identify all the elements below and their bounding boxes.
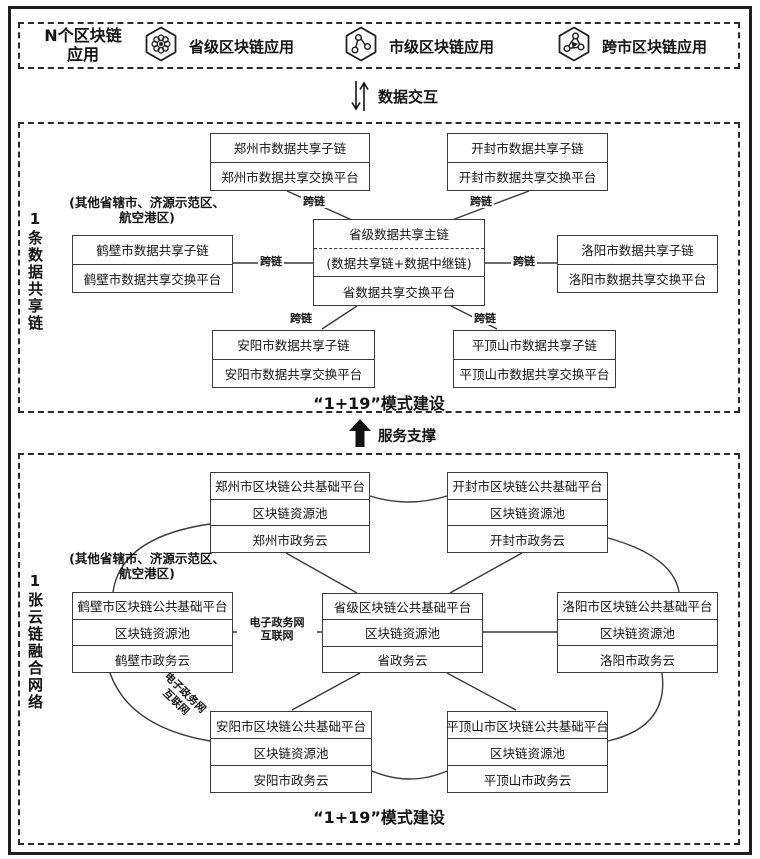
node-row: 安阳市区块链公共基础平台: [215, 718, 366, 734]
cross-city-app-label: 跨市区块链应用: [602, 37, 708, 56]
node-row: 平顶山市数据共享子链: [471, 338, 597, 354]
node-row: 平顶山市区块链公共基础平台: [446, 718, 609, 734]
cross-chain-label: 跨链: [511, 255, 537, 268]
node-row: 洛阳市数据共享子链: [581, 243, 694, 259]
app-layer-title-line1: N个区块链: [44, 26, 122, 45]
hebi-data-chain-node: 鹤壁市数据共享子链 鹤壁市数据共享交换平台: [72, 235, 233, 293]
node-row: 区块链资源池: [448, 498, 607, 526]
node-row: 鹤壁市数据共享子链: [96, 243, 209, 259]
data-share-chain-note: (其他省辖市、济源示范区、 航空港区): [68, 195, 226, 225]
node-row: 省级区块链公共基础平台: [333, 600, 472, 616]
kaifeng-platform-node: 开封市区块链公共基础平台 区块链资源池 开封市政务云: [447, 472, 608, 553]
cloud-network-side-title: 1张云链融合网络: [26, 572, 44, 711]
node-row: 郑州市数据共享子链: [233, 141, 347, 157]
zhengzhou-platform-node: 郑州市区块链公共基础平台 区块链资源池 郑州市政务云: [210, 472, 370, 553]
app-layer-panel: [18, 22, 740, 69]
node-row: 省级数据共享主链: [348, 227, 449, 243]
node-row: 区块链资源池: [211, 498, 369, 526]
zhengzhou-data-chain-node: 郑州市数据共享子链 郑州市数据共享交换平台: [210, 133, 370, 191]
data-interaction-arrows-icon: [349, 78, 371, 118]
node-row: 洛阳市区块链公共基础平台: [562, 599, 713, 615]
node-row: 区块链资源池: [323, 619, 482, 645]
node-row: 洛阳市政务云: [558, 645, 717, 672]
node-row: 鹤壁市区块链公共基础平台: [77, 599, 228, 615]
cross-chain-label: 跨链: [472, 312, 498, 325]
node-row: 鹤壁市政务云: [73, 645, 232, 672]
luoyang-platform-node: 洛阳市区块链公共基础平台 区块链资源池 洛阳市政务云: [557, 592, 718, 673]
node-row: 平顶山市政务云: [448, 765, 607, 792]
node-row: 区块链资源池: [73, 618, 232, 646]
data-share-chain-caption: “1+19”模式建设: [313, 394, 445, 413]
node-row: 开封市数据共享交换平台: [448, 161, 607, 191]
anyang-platform-node: 安阳市区块链公共基础平台 区块链资源池 安阳市政务云: [210, 711, 372, 793]
node-row: 省数据共享交换平台: [314, 276, 484, 305]
outer-frame: [8, 6, 752, 855]
cross-chain-label: 跨链: [468, 195, 494, 208]
node-row: 开封市数据共享子链: [471, 141, 584, 157]
node-row: 开封市政务云: [448, 525, 607, 552]
data-share-chain-panel: [18, 122, 740, 413]
node-row: 郑州市区块链公共基础平台: [214, 479, 365, 495]
cross-city-blockchain-app-icon: [555, 25, 593, 67]
node-row: 安阳市数据共享子链: [237, 338, 350, 354]
province-app-item: 省级区块链应用: [142, 25, 294, 67]
node-row: 区块链资源池: [211, 738, 371, 765]
data-interaction-label: 数据交互: [378, 88, 439, 106]
egov-internet-link-label: 电子政务网 互联网: [237, 616, 317, 642]
province-app-label: 省级区块链应用: [189, 37, 295, 56]
pingdingshan-platform-node: 平顶山市区块链公共基础平台 区块链资源池 平顶山市政务云: [446, 711, 609, 793]
luoyang-data-chain-node: 洛阳市数据共享子链 洛阳市数据共享交换平台: [557, 235, 718, 293]
node-row: (数据共享链+数据中继链): [314, 247, 484, 277]
provincial-master-chain-node: 省级数据共享主链 (数据共享链+数据中继链) 省数据共享交换平台: [313, 219, 485, 306]
cloud-network-note: (其他省辖市、济源示范区、 航空港区): [68, 551, 226, 581]
city-blockchain-app-icon: [342, 25, 380, 67]
node-row: 区块链资源池: [448, 738, 607, 765]
node-row: 平顶山市数据共享交换平台: [454, 358, 615, 388]
node-row: 区块链资源池: [558, 618, 717, 646]
note-line1: (其他省辖市、济源示范区、: [69, 195, 225, 210]
service-support-label: 服务支撑: [378, 429, 436, 445]
cross-chain-label: 跨链: [288, 312, 314, 325]
province-blockchain-app-icon: [142, 25, 180, 67]
cross-chain-label: 跨链: [258, 255, 284, 268]
node-row: 省政务云: [323, 645, 482, 672]
provincial-platform-node: 省级区块链公共基础平台 区块链资源池 省政务云: [322, 593, 483, 673]
note-line2: 航空港区): [119, 209, 175, 225]
node-row: 开封市区块链公共基础平台: [452, 479, 603, 495]
pingdingshan-data-chain-node: 平顶山市数据共享子链 平顶山市数据共享交换平台: [453, 330, 616, 388]
egov-label-line2: 互联网: [260, 629, 294, 642]
city-app-label: 市级区块链应用: [389, 37, 495, 56]
hebi-platform-node: 鹤壁市区块链公共基础平台 区块链资源池 鹤壁市政务云: [72, 592, 233, 673]
egov-label-line1: 电子政务网: [249, 616, 305, 629]
kaifeng-data-chain-node: 开封市数据共享子链 开封市数据共享交换平台: [447, 133, 608, 191]
node-row: 安阳市数据共享交换平台: [213, 358, 374, 388]
app-layer-title-line2: 应用: [66, 45, 99, 64]
node-row: 郑州市数据共享交换平台: [211, 161, 369, 191]
cloud-network-panel: [18, 453, 740, 845]
note-line2: 航空港区): [119, 565, 175, 581]
data-share-chain-side-title: 1条数据共享链: [26, 210, 44, 332]
node-row: 郑州市政务云: [211, 525, 369, 552]
cloud-network-caption: “1+19”模式建设: [313, 808, 445, 827]
anyang-data-chain-node: 安阳市数据共享子链 安阳市数据共享交换平台: [212, 330, 375, 388]
node-row: 洛阳市数据共享交换平台: [558, 263, 717, 293]
node-row: 鹤壁市数据共享交换平台: [73, 263, 232, 293]
app-layer-title: N个区块链 应用: [28, 26, 138, 64]
note-line1: (其他省辖市、济源示范区、: [69, 551, 225, 566]
city-app-item: 市级区块链应用: [342, 25, 494, 67]
service-support-arrow-icon: [348, 418, 372, 452]
cross-chain-label: 跨链: [301, 195, 327, 208]
node-row: 安阳市政务云: [211, 765, 371, 792]
cross-city-app-item: 跨市区块链应用: [555, 25, 707, 67]
